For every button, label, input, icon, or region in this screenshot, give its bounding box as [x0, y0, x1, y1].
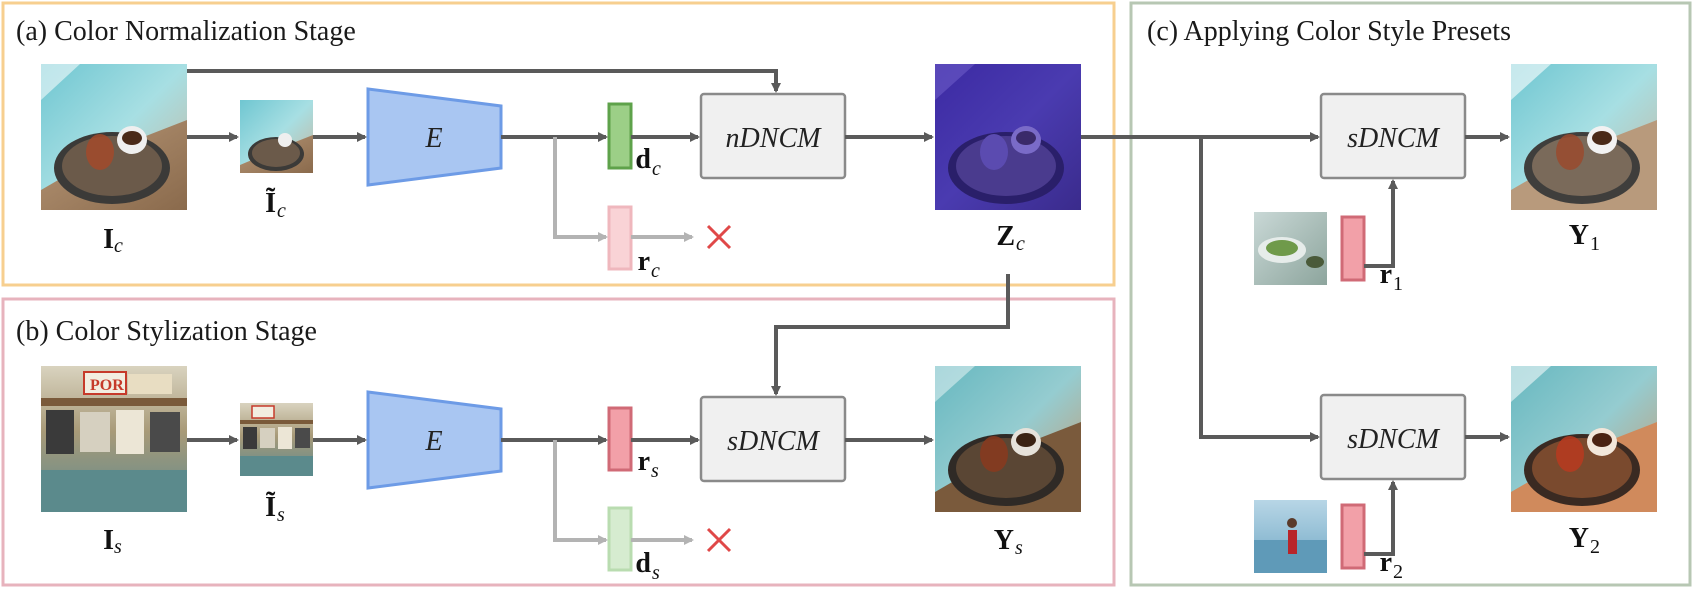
- vector-rc: [607, 205, 633, 271]
- panel-b-title: (b) Color Stylization Stage: [16, 316, 317, 347]
- arrow-encoder-to-ds: [553, 440, 608, 545]
- label-ict: Ĩ: [265, 188, 276, 219]
- label-r1: r: [1380, 259, 1392, 290]
- label-rs: r: [638, 446, 650, 477]
- label-dc: d: [635, 144, 651, 175]
- output-image-y1: [1511, 64, 1657, 210]
- style-image-is: POR: [41, 366, 187, 512]
- label-r2-sub: 2: [1393, 561, 1403, 583]
- panel-b-frame: [1, 297, 1116, 587]
- arrow-encoder-to-rc: [553, 137, 608, 242]
- label-r2: r: [1380, 547, 1392, 578]
- cross-icon: [706, 224, 732, 250]
- label-ys: Y: [994, 525, 1014, 556]
- arrow-r2-to-sdncm: [1364, 480, 1398, 556]
- arrow-r1-to-sdncm: [1364, 179, 1398, 268]
- output-image-y2: [1511, 366, 1657, 512]
- content-image-ic: [41, 64, 187, 210]
- vector-r1: [1340, 215, 1366, 282]
- sdncm-b-label: sDNCM: [727, 426, 820, 457]
- label-is: I: [103, 525, 114, 556]
- sdncm-c2-label: sDNCM: [1347, 424, 1440, 455]
- label-dc-sub: c: [652, 158, 661, 180]
- encoder-b: [366, 390, 503, 490]
- label-ict-sub: c: [277, 200, 286, 222]
- skip-arrow-ic-to-ndncm: [187, 69, 781, 93]
- vector-ds: [607, 506, 633, 572]
- arrow-zc-to-sdncm-2: [1199, 137, 1320, 442]
- label-zc-sub: c: [1016, 233, 1025, 255]
- label-rc-sub: c: [651, 260, 660, 282]
- cross-icon: [706, 527, 732, 553]
- downsampled-image-ict: [240, 100, 313, 173]
- label-r1-sub: 1: [1393, 273, 1403, 295]
- encoder-a-label: E: [424, 123, 442, 154]
- vector-r2: [1340, 503, 1366, 570]
- label-y1-sub: 1: [1590, 233, 1600, 255]
- panel-a-frame: [1, 1, 1116, 287]
- label-y2-sub: 2: [1590, 536, 1600, 558]
- panel-c-title: (c) Applying Color Style Presets: [1147, 16, 1511, 47]
- arrow-zc-to-sdncm-b: [771, 274, 1010, 396]
- label-is-sub: s: [114, 536, 122, 558]
- label-ds-sub: s: [652, 562, 660, 584]
- label-ic-sub: c: [114, 235, 123, 257]
- vector-rs: [607, 406, 633, 472]
- label-ds: d: [635, 548, 651, 579]
- preset-image-2: [1254, 500, 1327, 573]
- label-zc: Z: [996, 221, 1015, 252]
- normalized-image-zc: [935, 64, 1081, 210]
- encoder-a: [366, 87, 503, 187]
- label-y2: Y: [1569, 523, 1589, 554]
- label-ic: I: [103, 224, 114, 255]
- ndncm-label: nDNCM: [726, 123, 823, 154]
- preset-image-1: [1254, 212, 1327, 285]
- panel-c-frame: [1129, 1, 1692, 587]
- downsampled-image-ist: [240, 403, 313, 476]
- sdncm-c1-label: sDNCM: [1347, 123, 1440, 154]
- svg-text:POR: POR: [90, 377, 124, 394]
- panel-a-title: (a) Color Normalization Stage: [16, 16, 356, 47]
- stylized-image-ys: [935, 366, 1081, 512]
- vector-dc: [607, 102, 633, 170]
- label-ist-sub: s: [277, 504, 285, 526]
- encoder-b-label: E: [424, 426, 442, 457]
- label-ys-sub: s: [1015, 537, 1023, 559]
- label-rc: r: [638, 246, 650, 277]
- label-ist: Ĩ: [265, 492, 276, 523]
- label-rs-sub: s: [651, 460, 659, 482]
- label-y1: Y: [1569, 220, 1589, 251]
